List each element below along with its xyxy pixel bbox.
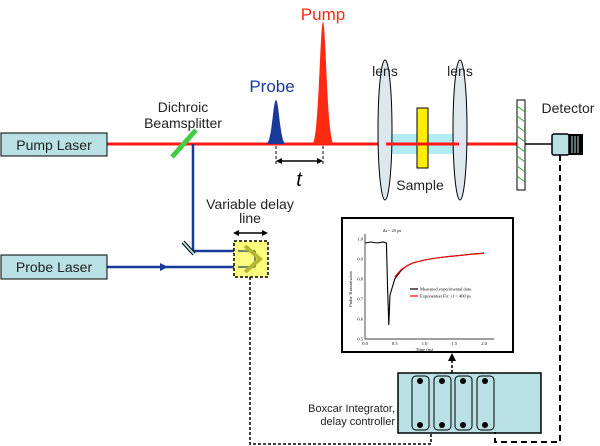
sample-label: Sample <box>396 177 444 193</box>
detector-cable <box>494 155 561 443</box>
channel-slot <box>476 375 495 431</box>
x-axis-label: Time (ns) <box>416 347 434 352</box>
y-tick-label: 0.9 <box>357 257 363 262</box>
legend-entry: Measured experimental data <box>420 287 471 292</box>
y-tick-label: 0.8 <box>357 277 363 282</box>
detector <box>551 133 583 156</box>
probe-label: Probe <box>249 77 294 96</box>
pump-laser-label: Pump Laser <box>16 137 92 153</box>
y-tick-label: 0.7 <box>357 297 363 302</box>
channel-slot <box>433 375 452 431</box>
pump-pulse <box>312 22 334 144</box>
probe-laser-label: Probe Laser <box>16 259 93 275</box>
beamsplitter-label: Beamsplitter <box>144 115 222 131</box>
arrow-right-icon <box>262 230 268 236</box>
boxcar-integrator[interactable] <box>397 372 542 434</box>
connector-icon <box>439 422 445 428</box>
channel-slot <box>454 375 473 431</box>
detector-label: Detector <box>542 100 595 116</box>
arrow-icon <box>160 263 168 271</box>
delay-time-label: t <box>296 169 303 191</box>
arrow-left-icon <box>233 230 239 236</box>
legend-entry: Exponential Fit: τ1 ~ 400 ps <box>420 294 471 299</box>
connector-icon <box>460 378 466 384</box>
chart-annotation: Δt ~ 25 ps <box>383 228 402 233</box>
delay-line-label-2: line <box>239 210 261 226</box>
series-line-1 <box>394 252 485 278</box>
lens-1-label: lens <box>372 63 398 79</box>
probe-laser: Probe Laser <box>0 254 108 280</box>
x-tick-label: 1.0 <box>422 341 428 346</box>
filter <box>516 99 526 191</box>
delay-line-label: Variable delay <box>206 196 294 212</box>
y-axis-label: Probe Transmission <box>348 270 353 306</box>
dichroic-beamsplitter <box>170 128 198 159</box>
x-tick-label: 1.5 <box>451 341 457 346</box>
connector-icon <box>460 422 466 428</box>
delay-cable <box>249 277 432 445</box>
channel-slot <box>411 375 430 431</box>
pump-laser: Pump Laser <box>0 132 108 157</box>
connector-icon <box>417 422 423 428</box>
x-tick-label: 2.0 <box>481 341 487 346</box>
chart-axes <box>364 234 494 340</box>
pump-label: Pump <box>301 5 345 24</box>
connector-icon <box>482 422 488 428</box>
x-tick-label: 0.0 <box>362 341 368 346</box>
connector-icon <box>417 378 423 384</box>
mirror-face <box>182 241 195 255</box>
y-tick-label: 1.0 <box>357 237 363 242</box>
arrow-right-icon <box>317 158 323 164</box>
lens-2-label: lens <box>447 63 473 79</box>
connector-icon <box>439 378 445 384</box>
lens-2 <box>452 59 468 201</box>
sample <box>416 107 429 169</box>
lens-1 <box>377 59 393 201</box>
arrow-left-icon <box>276 158 282 164</box>
dichroic-label: Dichroic <box>158 99 209 115</box>
connector-icon <box>482 378 488 384</box>
arrow-up-icon <box>448 353 456 361</box>
probe-pulse <box>266 100 286 144</box>
x-tick-label: 0.5 <box>392 341 398 346</box>
delay-controller-label: delay controller <box>320 416 395 428</box>
variable-delay-stage[interactable] <box>233 240 269 278</box>
boxcar-label: Boxcar Integrator, <box>308 403 395 415</box>
y-tick-label: 0.6 <box>357 317 363 322</box>
y-tick-label: 0.5 <box>357 337 363 342</box>
